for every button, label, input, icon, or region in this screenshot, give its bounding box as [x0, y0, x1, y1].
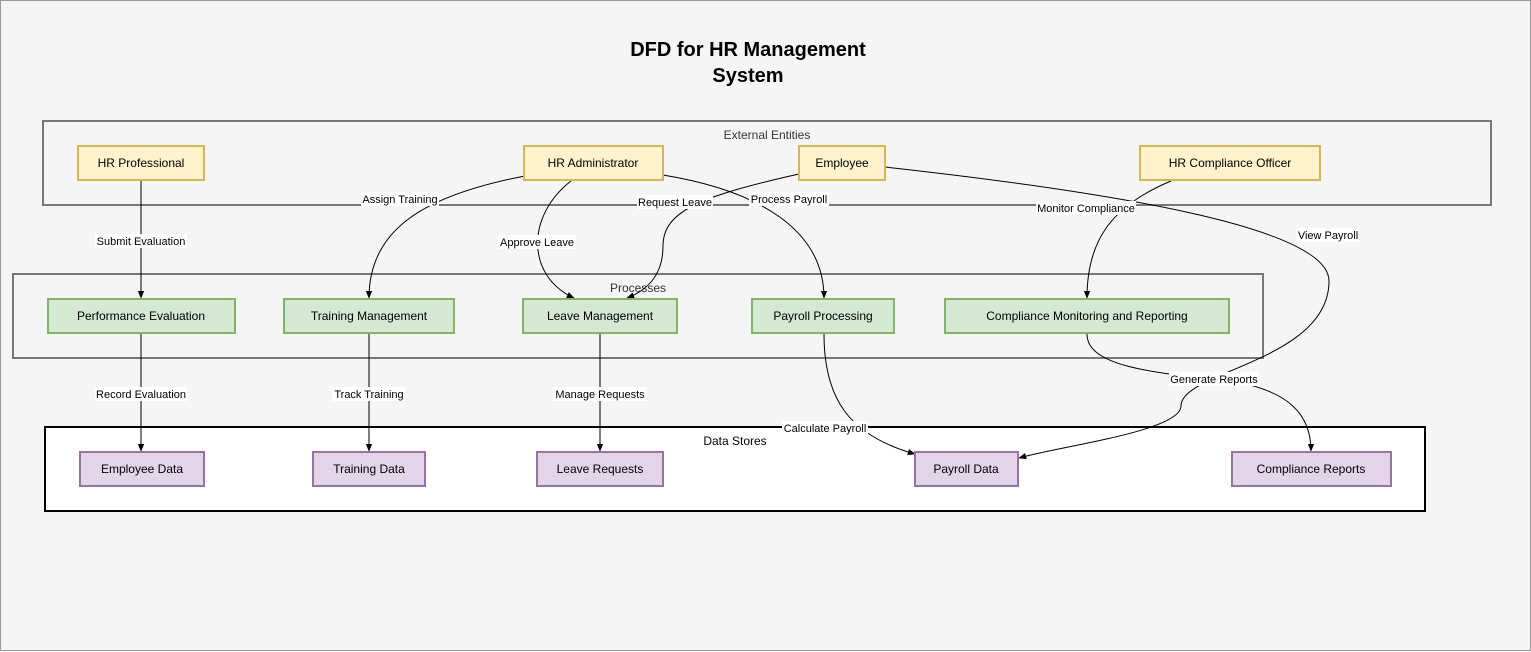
process-training-management-label: Training Management	[311, 309, 428, 323]
process-leave-management[interactable]: Leave Management	[522, 298, 678, 334]
label-monitor-compliance: Monitor Compliance	[1037, 203, 1135, 215]
diagram-title-line-2: System	[712, 65, 783, 87]
label-manage-requests: Manage Requests	[555, 389, 645, 401]
entity-hr-professional[interactable]: HR Professional	[77, 145, 205, 181]
store-employee-data[interactable]: Employee Data	[79, 451, 205, 487]
entity-hr-compliance-officer-label: HR Compliance Officer	[1169, 156, 1291, 170]
diagram-title-line-1: DFD for HR Management	[630, 39, 866, 61]
process-compliance-monitoring[interactable]: Compliance Monitoring and Reporting	[944, 298, 1230, 334]
entity-employee[interactable]: Employee	[798, 145, 886, 181]
group-processes-label: Processes	[610, 281, 666, 295]
group-data-stores: Data Stores	[44, 426, 1426, 512]
store-leave-requests-label: Leave Requests	[557, 462, 644, 476]
flow-view-payroll	[884, 166, 1330, 460]
process-leave-management-label: Leave Management	[547, 309, 654, 323]
store-compliance-reports-label: Compliance Reports	[1257, 462, 1366, 476]
label-assign-training: Assign Training	[362, 194, 437, 206]
store-payroll-data-label: Payroll Data	[933, 462, 999, 476]
store-payroll-data[interactable]: Payroll Data	[914, 451, 1019, 487]
store-training-data[interactable]: Training Data	[312, 451, 426, 487]
label-submit-evaluation: Submit Evaluation	[97, 236, 186, 248]
flow-monitor-compliance	[1083, 180, 1172, 299]
process-performance-evaluation[interactable]: Performance Evaluation	[47, 298, 236, 334]
label-calculate-payroll: Calculate Payroll	[784, 423, 867, 435]
flow-assign-training	[365, 175, 526, 299]
process-compliance-monitoring-label: Compliance Monitoring and Reporting	[986, 309, 1187, 323]
store-training-data-label: Training Data	[333, 462, 405, 476]
label-track-training: Track Training	[334, 389, 403, 401]
entity-hr-compliance-officer[interactable]: HR Compliance Officer	[1139, 145, 1321, 181]
process-payroll-processing[interactable]: Payroll Processing	[751, 298, 895, 334]
label-generate-reports: Generate Reports	[1170, 374, 1258, 386]
label-request-leave: Request Leave	[638, 197, 712, 209]
flow-labels: Submit Evaluation Assign Training Approv…	[95, 192, 1360, 435]
label-process-payroll: Process Payroll	[751, 194, 827, 206]
entity-hr-professional-label: HR Professional	[98, 156, 185, 170]
entity-hr-administrator[interactable]: HR Administrator	[523, 145, 664, 181]
process-training-management[interactable]: Training Management	[283, 298, 455, 334]
group-external-label: External Entities	[724, 128, 811, 142]
flow-request-leave	[626, 173, 800, 299]
entity-employee-label: Employee	[815, 156, 869, 170]
label-view-payroll: View Payroll	[1298, 230, 1358, 242]
flow-process-payroll	[662, 174, 828, 299]
process-payroll-processing-label: Payroll Processing	[773, 309, 872, 323]
process-performance-evaluation-label: Performance Evaluation	[77, 309, 205, 323]
flow-calculate-payroll	[823, 333, 916, 456]
label-record-evaluation: Record Evaluation	[96, 389, 186, 401]
store-employee-data-label: Employee Data	[101, 462, 183, 476]
store-leave-requests[interactable]: Leave Requests	[536, 451, 664, 487]
entity-hr-administrator-label: HR Administrator	[548, 156, 639, 170]
store-compliance-reports[interactable]: Compliance Reports	[1231, 451, 1392, 487]
group-stores-label: Data Stores	[703, 434, 766, 448]
group-processes: Processes	[12, 273, 1264, 359]
label-approve-leave: Approve Leave	[500, 237, 574, 249]
